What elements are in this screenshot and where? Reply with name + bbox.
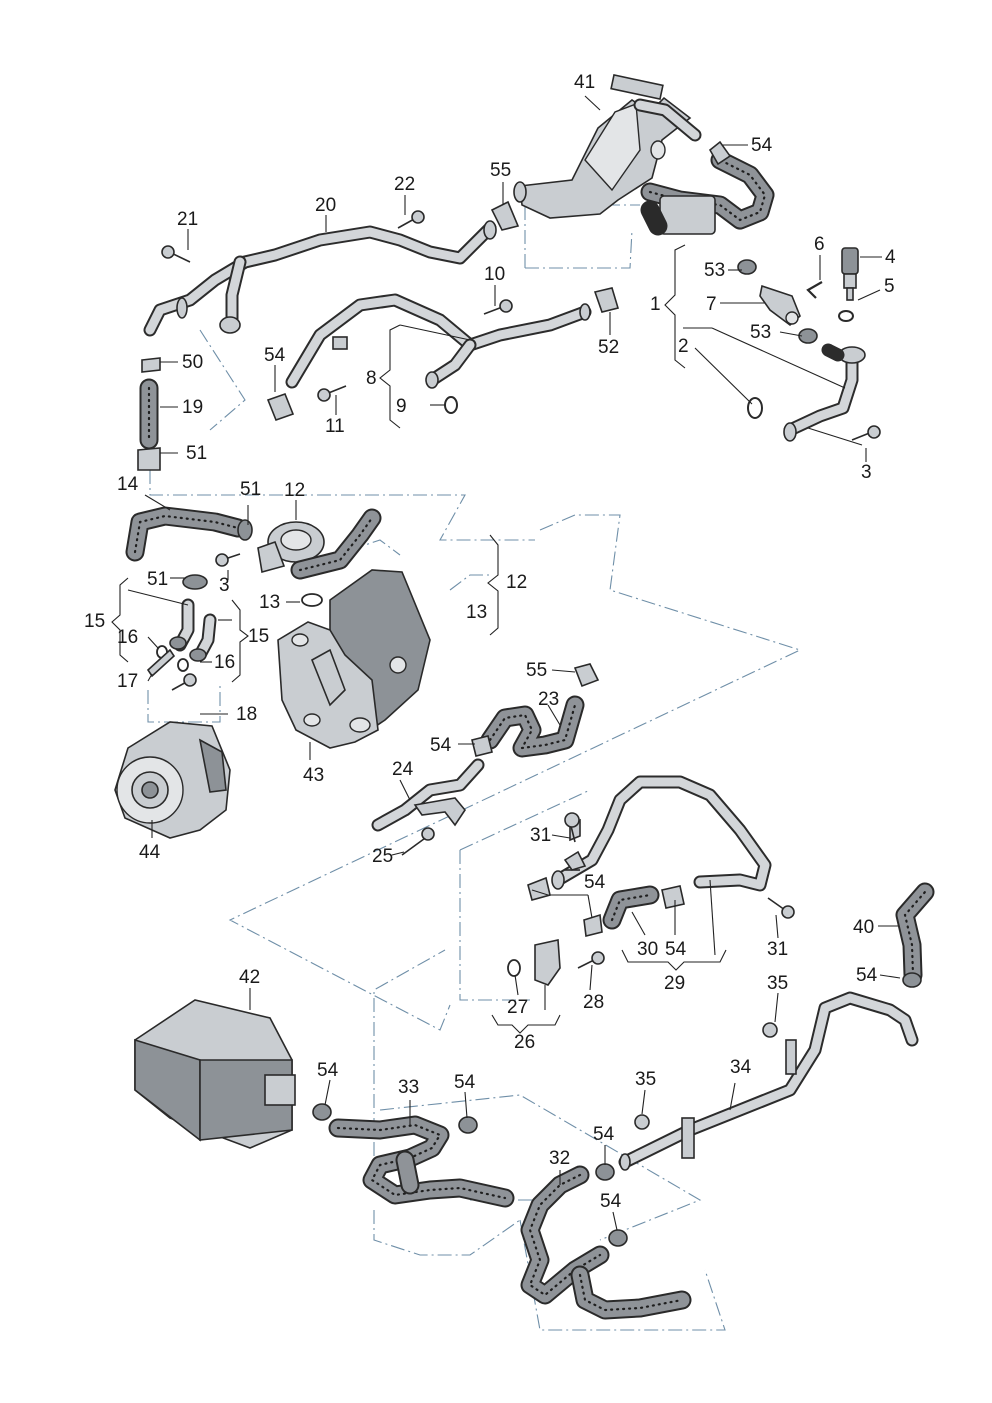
connector-7 <box>759 284 801 327</box>
callout-27: 27 <box>507 997 528 1018</box>
leader-lines <box>111 95 901 1231</box>
callout-51: 51 <box>186 443 207 464</box>
callout-54: 54 <box>665 939 687 960</box>
callout-17: 17 <box>117 671 138 692</box>
callout-35: 35 <box>635 1069 656 1090</box>
coolant-pipe-20 <box>143 220 497 337</box>
callout-54: 54 <box>593 1124 615 1145</box>
callout-16: 16 <box>214 652 235 673</box>
hose-30 <box>602 885 660 930</box>
hose-40 <box>895 882 935 988</box>
callout-31: 31 <box>530 825 551 846</box>
callout-54: 54 <box>751 135 773 156</box>
callout-1: 1 <box>650 294 661 315</box>
misc-fittings-top <box>137 140 854 471</box>
callout-25: 25 <box>372 846 393 867</box>
callout-14: 14 <box>117 474 139 495</box>
callout-10: 10 <box>484 264 505 285</box>
callout-30: 30 <box>637 939 658 960</box>
callout-24: 24 <box>392 759 414 780</box>
callout-54: 54 <box>454 1072 476 1093</box>
callout-4: 4 <box>885 247 896 268</box>
callout-2: 2 <box>678 336 689 357</box>
callout-54: 54 <box>856 965 878 986</box>
callout-44: 44 <box>139 842 161 863</box>
callout-52: 52 <box>598 337 619 358</box>
callout-8: 8 <box>366 368 377 389</box>
fittings-15-17 <box>146 519 323 691</box>
callout-labels: 41 54 55 22 20 21 6 4 53 10 5 1 7 53 52 … <box>84 72 896 1212</box>
callout-15: 15 <box>248 626 269 647</box>
housing-43 <box>277 569 431 749</box>
callout-29: 29 <box>664 973 685 994</box>
callout-55: 55 <box>526 660 547 681</box>
callout-5: 5 <box>884 276 895 297</box>
callout-6: 6 <box>814 234 825 255</box>
callout-28: 28 <box>583 992 604 1013</box>
callout-53: 53 <box>750 322 771 343</box>
coolant-pipe-2 <box>783 343 866 442</box>
fittings-26-31 <box>471 663 795 986</box>
callout-35: 35 <box>767 973 788 994</box>
pipe-34 <box>618 991 919 1171</box>
callout-3: 3 <box>219 575 230 596</box>
callout-54: 54 <box>584 872 606 893</box>
pipe-24 <box>371 758 485 856</box>
callout-13: 13 <box>259 592 280 613</box>
callout-50: 50 <box>182 352 203 373</box>
hose-32 <box>520 1163 692 1320</box>
callout-11: 11 <box>325 416 345 437</box>
hose-33 <box>312 1103 515 1208</box>
bolts-upper <box>161 210 881 441</box>
callout-43: 43 <box>303 765 324 786</box>
callout-54: 54 <box>600 1191 622 1212</box>
callout-21: 21 <box>177 209 198 230</box>
sensor-4 <box>841 247 859 301</box>
coolant-flange-41 <box>513 74 702 219</box>
callout-13: 13 <box>466 602 487 623</box>
callout-51: 51 <box>147 569 168 590</box>
water-pump-12 <box>257 508 382 580</box>
alternator-44 <box>114 721 231 839</box>
callout-12: 12 <box>284 480 305 501</box>
callout-55: 55 <box>490 160 511 181</box>
hose-upper-right <box>640 150 775 236</box>
hose-23 <box>480 695 585 758</box>
callout-32: 32 <box>549 1148 570 1169</box>
hose-14 <box>125 506 248 562</box>
callout-19: 19 <box>182 397 203 418</box>
callout-53: 53 <box>704 260 725 281</box>
callout-33: 33 <box>398 1077 419 1098</box>
callout-54: 54 <box>317 1060 339 1081</box>
callout-7: 7 <box>706 294 717 315</box>
callout-31: 31 <box>767 939 788 960</box>
callout-3: 3 <box>861 462 872 483</box>
callout-18: 18 <box>236 704 257 725</box>
callout-16: 16 <box>117 627 138 648</box>
callout-42: 42 <box>239 967 260 988</box>
callout-12: 12 <box>506 572 527 593</box>
callout-9: 9 <box>396 396 407 417</box>
callout-15: 15 <box>84 611 105 632</box>
heater-42 <box>134 999 296 1149</box>
callout-23: 23 <box>538 689 559 710</box>
callout-51: 51 <box>240 479 261 500</box>
callout-41: 41 <box>574 72 595 93</box>
pipe-29 <box>551 775 772 892</box>
callout-40: 40 <box>853 917 874 938</box>
callout-20: 20 <box>315 195 336 216</box>
callout-26: 26 <box>514 1032 535 1053</box>
callout-54: 54 <box>430 735 452 756</box>
callout-54: 54 <box>264 345 286 366</box>
callout-22: 22 <box>394 174 415 195</box>
coolant-pipe-8 <box>285 293 592 389</box>
callout-34: 34 <box>730 1057 752 1078</box>
